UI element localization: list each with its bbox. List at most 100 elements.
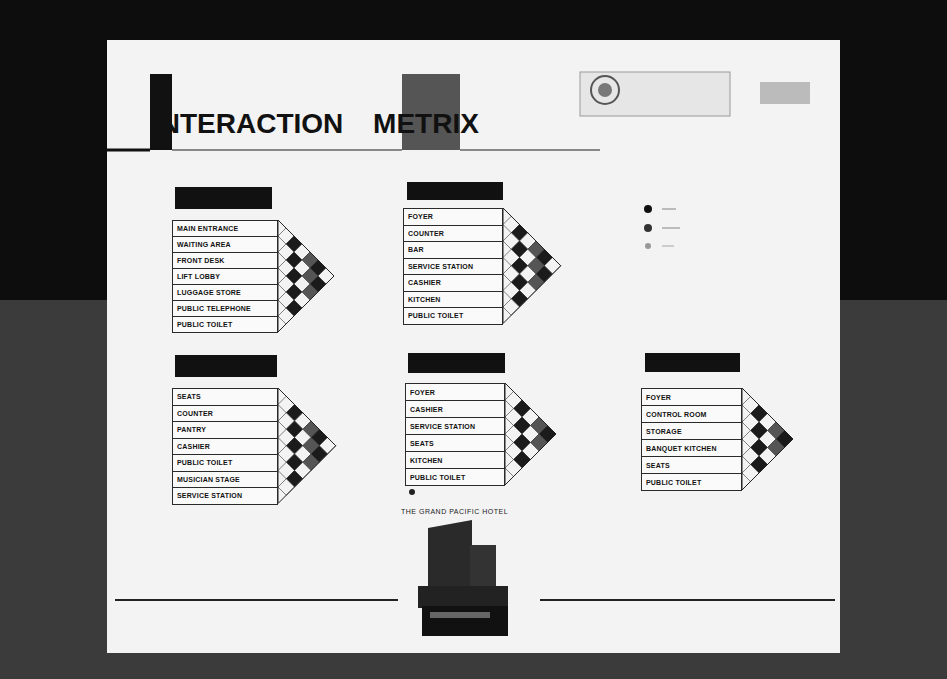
row-label: KITCHEN: [410, 457, 443, 464]
row-label: SERVICE STATION: [410, 423, 475, 430]
matrix-row: FOYER: [641, 388, 742, 406]
matrix-row: PUBLIC TOILET: [172, 454, 278, 472]
matrix-row: FOYER: [405, 383, 505, 401]
matrix-cell: [505, 460, 522, 477]
matrix-row: SEATS: [641, 456, 742, 474]
matrix-row: MAIN ENTRANCE: [172, 220, 278, 237]
matrix-row: SEATS: [172, 388, 278, 406]
matrix-outline: [742, 388, 793, 490]
row-label: MAIN ENTRANCE: [177, 225, 238, 232]
matrix-row: CASHIER: [405, 400, 505, 418]
matrix-row: CASHIER: [403, 274, 503, 292]
matrix-outline: [278, 220, 334, 332]
matrix-header: [175, 187, 272, 209]
row-label: CASHIER: [408, 279, 441, 286]
row-label: FOYER: [408, 213, 433, 220]
matrix-outline: [503, 208, 561, 324]
matrix-row: COUNTER: [403, 225, 503, 243]
row-label: FOYER: [646, 394, 671, 401]
rule: [460, 149, 600, 151]
matrix-row: STORAGE: [641, 422, 742, 440]
matrix-row: SERVICE STATION: [403, 258, 503, 276]
matrix-row: SERVICE STATION: [172, 487, 278, 505]
matrix-row: KITCHEN: [405, 451, 505, 469]
matrix-cell: [742, 465, 759, 482]
matrix-row: CASHIER: [172, 438, 278, 456]
row-label: FRONT DESK: [177, 257, 225, 264]
row-label: MUSICIAN STAGE: [177, 476, 240, 483]
matrix-row: PUBLIC TELEPHONE: [172, 300, 278, 317]
row-label: CASHIER: [177, 443, 210, 450]
row-label: COUNTER: [177, 410, 213, 417]
row-label: PUBLIC TOILET: [408, 312, 463, 319]
legend-dot: [644, 224, 652, 232]
matrix-header: [408, 353, 505, 373]
rule: [107, 149, 150, 152]
matrix-row: CONTROL ROOM: [641, 405, 742, 423]
matrix-header: [645, 353, 740, 372]
legend-dot: [645, 243, 651, 249]
matrix-row: BANQUET KITCHEN: [641, 439, 742, 457]
row-label: CASHIER: [410, 406, 443, 413]
matrix-row: KITCHEN: [403, 291, 503, 309]
matrix-row: MUSICIAN STAGE: [172, 471, 278, 489]
row-label: FOYER: [410, 389, 435, 396]
row-label: WAITING AREA: [177, 241, 231, 248]
row-label: SEATS: [646, 462, 670, 469]
row-label: PUBLIC TOILET: [410, 474, 465, 481]
matrix-row: COUNTER: [172, 405, 278, 423]
matrix-row: PUBLIC TOILET: [641, 473, 742, 491]
row-label: SEATS: [177, 393, 201, 400]
matrix-row: PANTRY: [172, 421, 278, 439]
row-label: BANQUET KITCHEN: [646, 445, 717, 452]
legend-mark: [662, 245, 674, 247]
logo-text: THE GRAND PACIFIC HOTEL: [401, 508, 508, 515]
row-label: SERVICE STATION: [408, 263, 473, 270]
logo-panel: [580, 72, 730, 116]
rule: [115, 599, 398, 601]
matrix-outline: [278, 388, 336, 504]
matrix-row: LIFT LOBBY: [172, 268, 278, 285]
matrix-header: [175, 355, 277, 377]
matrix-cell: [503, 299, 520, 316]
row-label: PUBLIC TOILET: [177, 459, 232, 466]
title: INTERACTION METRIX: [152, 108, 479, 140]
board: [107, 40, 840, 653]
matrix-row: FRONT DESK: [172, 252, 278, 269]
matrix-row: SERVICE STATION: [405, 417, 505, 435]
matrix-cell: [278, 479, 295, 496]
legend-mark: [662, 208, 676, 210]
row-label: PUBLIC TOILET: [646, 479, 701, 486]
matrix-row: WAITING AREA: [172, 236, 278, 253]
emblem: [591, 76, 619, 104]
matrix-outline: [505, 383, 556, 485]
row-label: PANTRY: [177, 426, 206, 433]
matrix-row: PUBLIC TOILET: [403, 307, 503, 325]
matrix-row: PUBLIC TOILET: [405, 468, 505, 486]
rule: [540, 599, 835, 601]
logo-mark: [760, 82, 810, 104]
row-label: LUGGAGE STORE: [177, 289, 241, 296]
row-label: LIFT LOBBY: [177, 273, 220, 280]
matrix-row: LUGGAGE STORE: [172, 284, 278, 301]
rule: [172, 149, 402, 151]
matrix-row: FOYER: [403, 208, 503, 226]
matrix-row: BAR: [403, 241, 503, 259]
dot: [409, 489, 415, 495]
row-label: PUBLIC TOILET: [177, 321, 232, 328]
row-label: KITCHEN: [408, 296, 441, 303]
matrix-row: SEATS: [405, 434, 505, 452]
row-label: PUBLIC TELEPHONE: [177, 305, 251, 312]
row-label: CONTROL ROOM: [646, 411, 707, 418]
row-label: SERVICE STATION: [177, 492, 242, 499]
row-label: BAR: [408, 246, 424, 253]
row-label: STORAGE: [646, 428, 682, 435]
legend-dot: [644, 205, 652, 213]
matrix-cell: [278, 308, 294, 324]
row-label: SEATS: [410, 440, 434, 447]
legend-mark: [662, 227, 680, 229]
hotel-logo: [418, 520, 508, 636]
emblem: [598, 83, 612, 97]
matrix-header: [407, 182, 503, 200]
